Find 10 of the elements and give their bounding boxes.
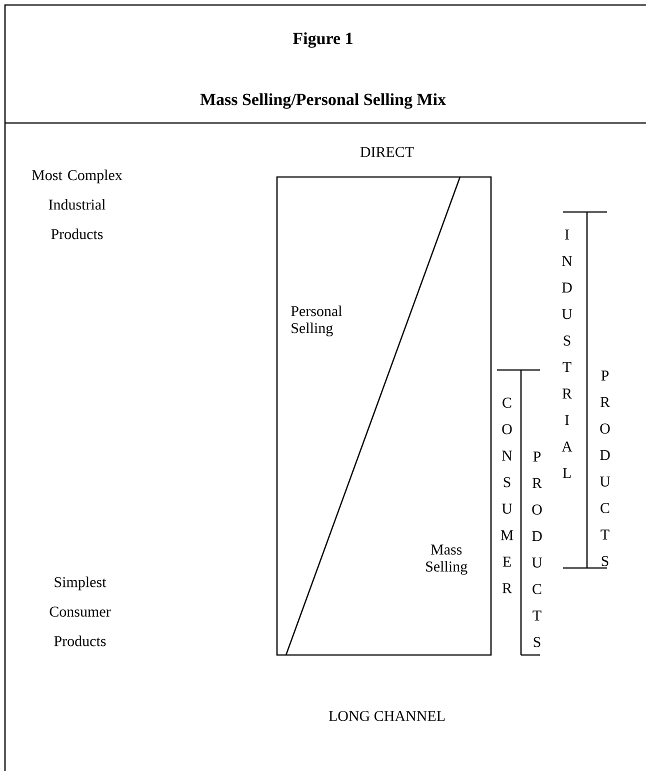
figure-title: Figure 1 [293,32,352,48]
axis-label: DIRECT [360,146,414,158]
vertical-label: PRODUCTS [532,452,542,648]
axis-label: LONG CHANNEL [328,710,445,722]
subtitle: Mass Selling/Personal Selling Mix [200,93,446,109]
selling-mix-box: Personal Selling Mass Selling [276,176,492,656]
side-label: Most Complex Industrial Products [32,170,122,240]
side-label: Simplest Consumer Products [50,576,111,646]
vertical-label: PRODUCTS [600,370,610,566]
vertical-label: INDUSTRIAL [562,230,572,478]
